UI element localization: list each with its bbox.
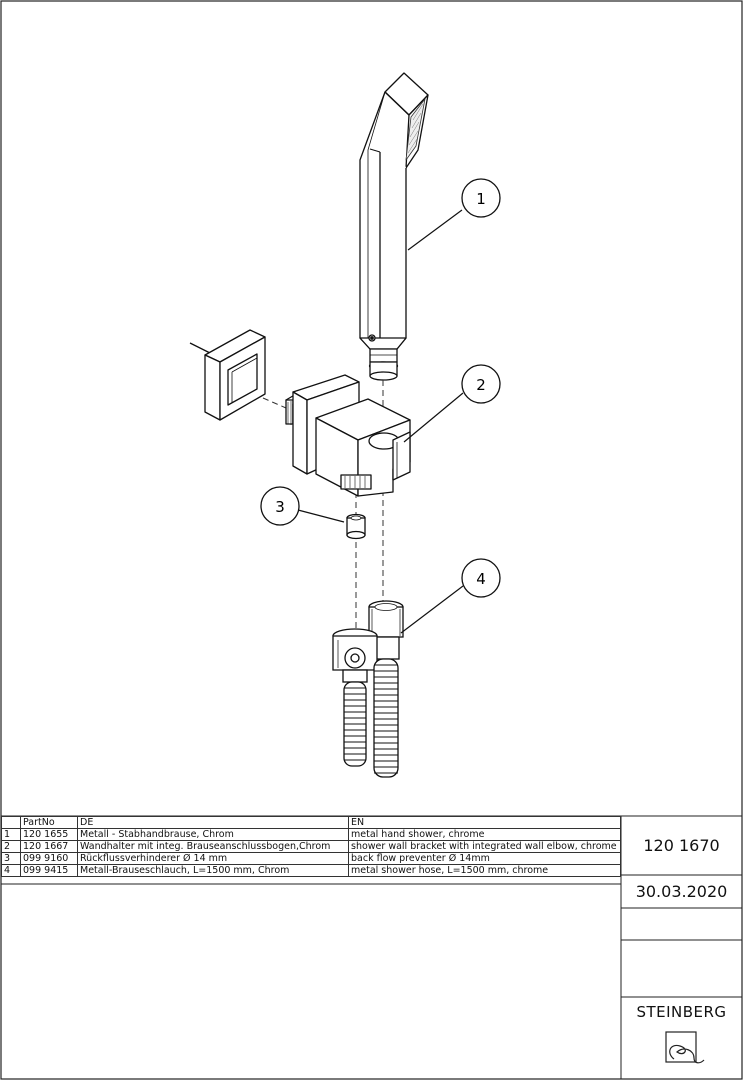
callout-4-label: 4	[476, 570, 486, 588]
hose-coils	[344, 664, 398, 774]
brand-name: STEINBERG	[636, 1003, 727, 1021]
row-part-no: 120 1655	[20, 828, 78, 841]
row-pos: 3	[1, 852, 21, 865]
drawing-number: 120 1670	[643, 836, 720, 855]
callout-2-label: 2	[476, 376, 486, 394]
row-de: Rückflussverhinderer Ø 14 mm	[77, 852, 349, 865]
header-pos	[1, 816, 21, 829]
table-row: 2 120 1667 Wandhalter mit integ. Brausea…	[1, 840, 621, 853]
row-pos: 1	[1, 828, 21, 841]
hand-shower-drawing	[359, 72, 429, 381]
row-pos: 4	[1, 864, 21, 877]
table-header-row: PartNo DE EN	[1, 816, 621, 829]
row-pos: 2	[1, 840, 21, 853]
back-flow-preventer-drawing	[346, 513, 366, 540]
row-part-no: 099 9415	[20, 864, 78, 877]
callout-3: 3	[260, 486, 345, 526]
header-de: DE	[77, 816, 349, 829]
callout-4: 4	[400, 558, 501, 634]
drawing-date: 30.03.2020	[635, 882, 728, 901]
table-row: 1 120 1655 Metall - Stabhandbrause, Chro…	[1, 828, 621, 841]
callout-1: 1	[407, 178, 501, 251]
row-part-no: 120 1667	[20, 840, 78, 853]
header-en: EN	[348, 816, 621, 829]
wall-bracket-drawing	[189, 329, 411, 497]
table-row: 4 099 9415 Metall-Brauseschlauch, L=1500…	[1, 864, 621, 877]
row-de: Wandhalter mit integ. Brauseanschlussbog…	[77, 840, 349, 853]
row-de: Metall-Brauseschlauch, L=1500 mm, Chrom	[77, 864, 349, 877]
row-en: metal hand shower, chrome	[348, 828, 621, 841]
steinberg-logo-icon	[665, 1031, 705, 1064]
callout-3-label: 3	[275, 498, 285, 516]
table-row: 3 099 9160 Rückflussverhinderer Ø 14 mm …	[1, 852, 621, 865]
callout-1-label: 1	[476, 190, 486, 208]
parts-list-table: PartNo DE EN 1 120 1655 Metall - Stabhan…	[1, 816, 621, 877]
callout-2: 2	[403, 364, 501, 443]
row-en: shower wall bracket with integrated wall…	[348, 840, 621, 853]
row-de: Metall - Stabhandbrause, Chrom	[77, 828, 349, 841]
header-part-no: PartNo	[20, 816, 78, 829]
row-part-no: 099 9160	[20, 852, 78, 865]
row-en: metal shower hose, L=1500 mm, chrome	[348, 864, 621, 877]
row-en: back flow preventer Ø 14mm	[348, 852, 621, 865]
